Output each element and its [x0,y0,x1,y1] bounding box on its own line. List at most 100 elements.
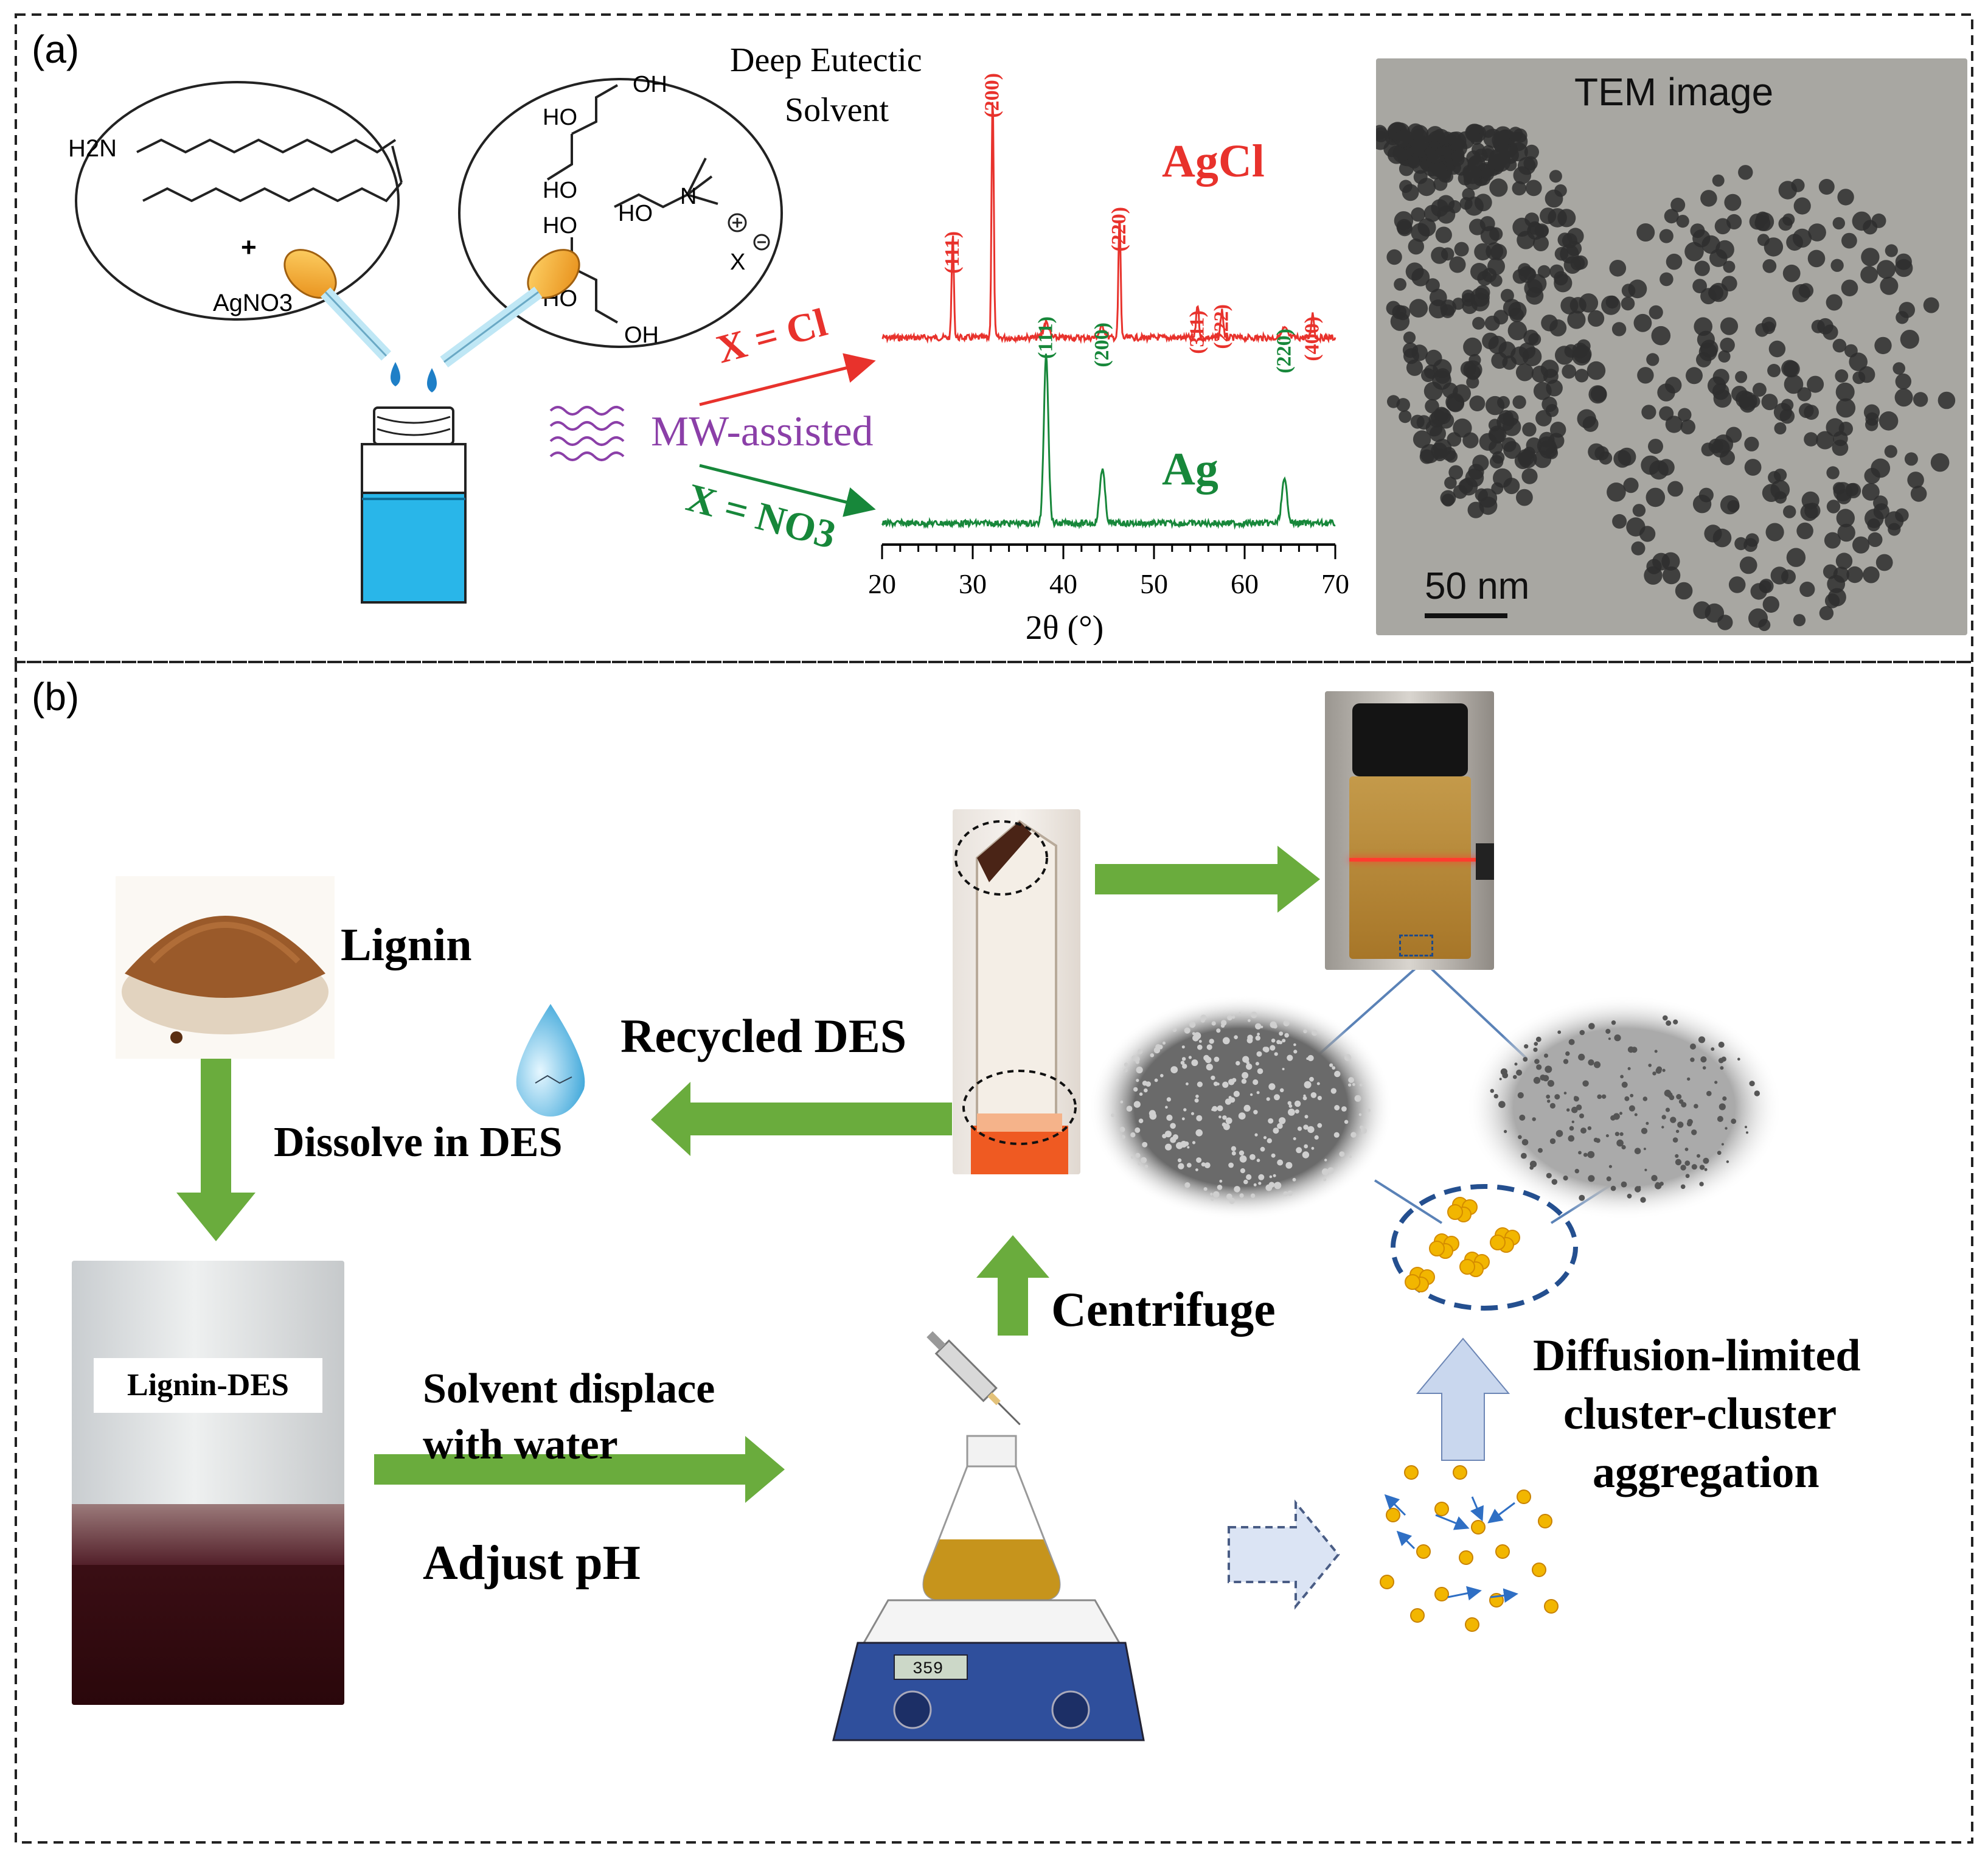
speckle [1627,1067,1631,1070]
nanoparticle [1819,606,1834,621]
x-tick-label: 50 [1140,568,1168,599]
speckle [1216,1028,1221,1033]
nanoparticle [1686,367,1703,385]
nanoparticle [1395,129,1414,148]
speckle [1249,1093,1253,1096]
nanoparticle [1601,295,1621,315]
speckle [1323,1178,1327,1182]
speckle [1327,1167,1335,1174]
nanoparticle [1875,554,1893,571]
speckle [1587,1151,1595,1158]
speckle [1546,1095,1551,1099]
nanoparticle [1549,170,1562,183]
speckle [1717,1151,1722,1155]
nanoparticle [1445,392,1464,412]
nanoparticle [1449,256,1466,273]
nanoparticle [1728,576,1746,593]
des-droplet-icon [516,1004,585,1117]
speckle [1698,1036,1706,1043]
microwave-icon [549,406,625,461]
nanoparticle [1894,259,1913,277]
speckle [1579,1113,1584,1118]
nanoparticle [1885,511,1904,531]
x-axis-label: 2θ (°) [1026,609,1104,645]
speckle [1635,1186,1641,1193]
arrow-right-dashed [1228,1499,1340,1610]
nanoparticle [1472,142,1485,156]
speckle [1242,1056,1249,1063]
recycled-label: Recycled DES [620,1009,907,1062]
nanoparticle [1720,450,1735,465]
nanoparticle [1743,538,1757,552]
speckle [1274,1182,1282,1190]
nanoparticle [1784,374,1804,394]
nanoparticle [1431,128,1450,148]
speckle [1655,1067,1662,1074]
peak-label: (111) [1034,316,1057,359]
nanoparticle [1403,348,1419,364]
speckle [1349,1155,1352,1158]
speckle [1228,1079,1235,1085]
nanoparticle [1444,476,1457,489]
nanoparticle [1675,582,1693,600]
nanoparticle [1833,482,1846,495]
speckle [1218,1115,1222,1118]
nanoparticle [1894,388,1913,407]
nanoparticle [1512,217,1532,237]
nanoparticle [1846,566,1863,584]
nanoparticle [1726,427,1742,443]
speckle [1565,1051,1570,1056]
nanoparticle [1705,603,1725,623]
speckle [1191,1059,1198,1067]
arrow-up-dashed [1416,1337,1510,1461]
speckle [1135,1060,1139,1064]
speckle [1721,1143,1724,1146]
speckle [1267,1138,1272,1143]
nanoparticle [1572,343,1588,358]
nanoparticle [1425,278,1440,293]
speckle [1714,1081,1718,1084]
nanoparticle [1874,336,1892,355]
speckle [1135,1152,1141,1158]
speckle [1194,1098,1199,1103]
nanoparticle [1489,227,1503,241]
nanoparticle [1770,566,1788,585]
des-title-line1: Deep Eutectic [730,41,922,79]
speckle [1196,1157,1202,1163]
speckle [1177,1158,1182,1163]
nanoparticle [1714,218,1731,235]
speckle [1257,1033,1260,1036]
speckle [1611,1020,1616,1025]
speckle [1360,1126,1364,1130]
nanoparticle [1636,223,1655,242]
nanoparticle [1442,447,1456,461]
nanoparticle [1387,395,1400,408]
speckle [1673,1019,1678,1025]
vial-zoom-box [1399,935,1433,956]
nanoparticle [1738,165,1753,180]
lignin-des-label: Lignin-DES [94,1358,322,1413]
speckle [1524,1044,1529,1049]
nanoparticle [1792,228,1812,248]
nanoparticle [1469,395,1486,411]
speckle [1699,1165,1705,1170]
nanoparticle [1648,439,1663,455]
tem-nanoparticles [1376,122,1956,632]
speckle [1606,1176,1611,1182]
speckle [1640,1197,1646,1203]
speckle [1310,1092,1317,1098]
speckle [1188,1056,1192,1059]
speckle [1302,1151,1310,1158]
centrifuge-label: Centrifuge [1051,1283,1276,1337]
speckle [1737,1057,1740,1061]
speckle [1206,1044,1212,1050]
nanoparticle [1779,408,1795,424]
nanoparticle [1845,483,1859,496]
speckle [1588,1175,1595,1182]
nanoparticle [1708,376,1726,395]
nanoparticle [1489,455,1504,469]
speckle [1206,1064,1213,1071]
speckle [1579,1030,1585,1036]
speckle [1287,1101,1292,1106]
nanoparticle [1712,174,1725,187]
